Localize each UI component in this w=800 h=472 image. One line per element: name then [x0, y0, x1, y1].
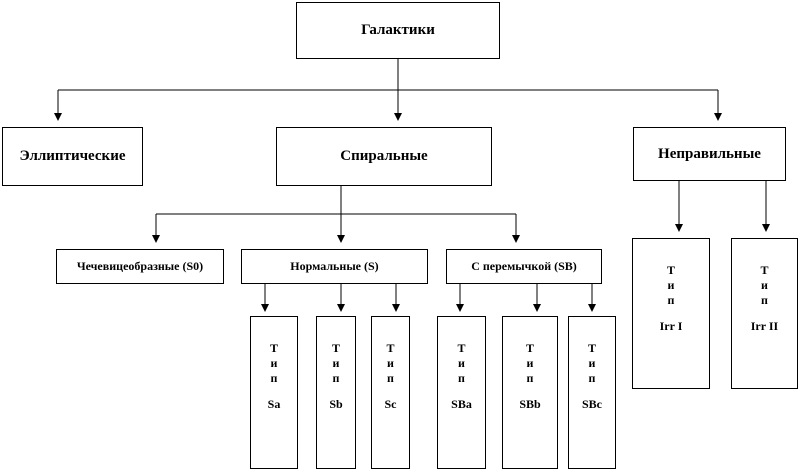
type-letter: и: [667, 278, 675, 292]
spiral-box: Спиральные: [276, 127, 492, 186]
type-letter: Т: [386, 341, 395, 355]
type-sbc-code: SBc: [581, 397, 602, 411]
type-sc-box: Т и п Sc: [371, 316, 410, 469]
type-sc-code: Sc: [384, 397, 397, 411]
normal-label: Нормальные (S): [290, 259, 379, 273]
normal-box: Нормальные (S): [241, 249, 428, 284]
barred-label: С перемычкой (SB): [471, 259, 577, 273]
type-sbc-box: Т и п SBc: [568, 316, 616, 469]
type-letter: Т: [269, 341, 278, 355]
type-irr1-code: Irr I: [659, 319, 683, 333]
type-letter: и: [588, 356, 596, 370]
type-letter: п: [588, 371, 596, 385]
type-letter: п: [332, 371, 340, 385]
type-letter: Т: [760, 263, 769, 277]
type-letter: и: [761, 278, 768, 292]
type-letter: п: [761, 293, 768, 307]
irregular-label: Неправильные: [658, 145, 761, 162]
type-sba-box: Т и п SBa: [437, 316, 486, 469]
type-sbb-code: SBb: [519, 397, 541, 411]
type-letter: п: [667, 293, 675, 307]
type-letter: п: [526, 371, 534, 385]
root-box: Галактики: [296, 2, 500, 59]
type-letter: Т: [457, 341, 466, 355]
irregular-box: Неправильные: [633, 127, 786, 181]
type-sb-box: Т и п Sb: [316, 316, 356, 469]
root-label: Галактики: [361, 22, 435, 38]
type-sa-code: Sa: [267, 397, 281, 411]
type-irr1-box: Т и п Irr I: [632, 238, 710, 389]
lenticular-box: Чечевицеобразные (S0): [56, 249, 224, 284]
elliptical-label: Эллиптические: [19, 148, 126, 164]
type-sa-box: Т и п Sa: [250, 316, 298, 469]
type-letter: п: [387, 371, 394, 385]
barred-box: С перемычкой (SB): [446, 249, 602, 284]
elliptical-box: Эллиптические: [2, 127, 143, 186]
type-letter: и: [458, 356, 465, 370]
type-sb-code: Sb: [329, 397, 343, 411]
type-letter: и: [332, 356, 340, 370]
type-irr2-box: Т и п Irr II: [731, 238, 798, 389]
type-letter: и: [526, 356, 534, 370]
type-sba-code: SBa: [451, 397, 472, 411]
type-letter: Т: [331, 341, 340, 355]
type-sbb-box: Т и п SBb: [502, 316, 558, 469]
type-irr2-code: Irr II: [750, 319, 779, 333]
type-letter: Т: [587, 341, 596, 355]
type-letter: и: [387, 356, 394, 370]
spiral-label: Спиральные: [340, 148, 428, 164]
type-letter: и: [270, 356, 278, 370]
type-letter: п: [270, 371, 278, 385]
type-letter: п: [458, 371, 465, 385]
type-letter: Т: [525, 341, 534, 355]
type-letter: Т: [666, 263, 675, 277]
lenticular-label: Чечевицеобразные (S0): [76, 259, 204, 273]
